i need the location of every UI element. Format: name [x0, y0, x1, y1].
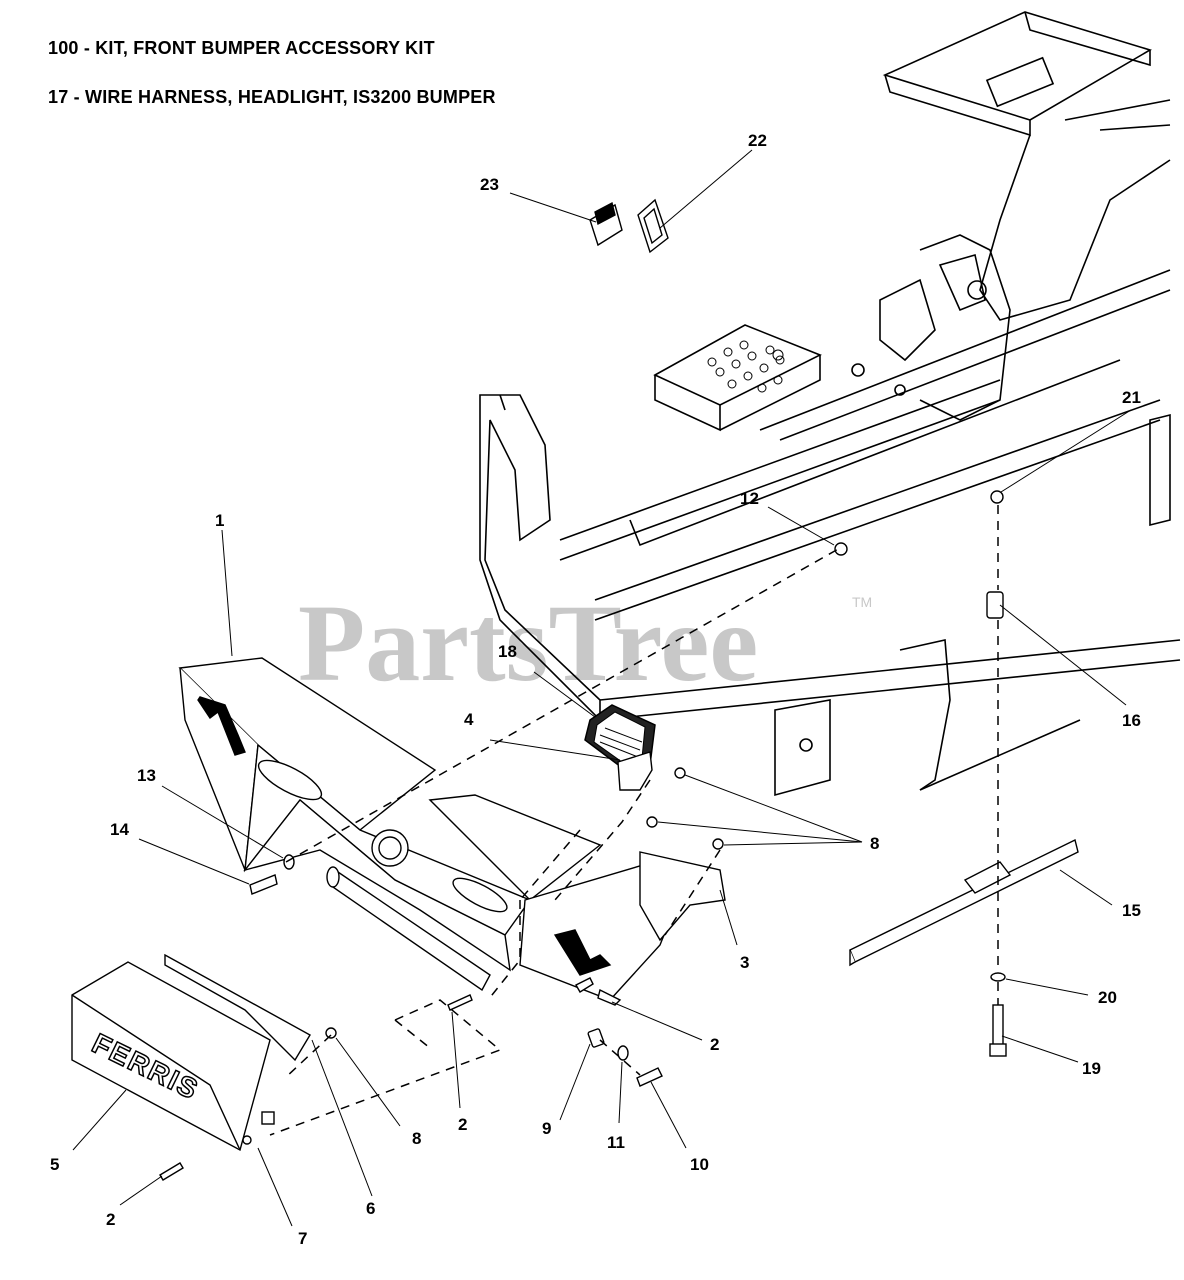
- light-bracket-4: [617, 751, 653, 791]
- washer-20: [990, 972, 1006, 982]
- callout-labels: 1 23 22 12 21 16 18 4 13 14 8 3 15 20 19…: [50, 131, 1141, 1248]
- mower-frame: [479, 11, 1181, 797]
- callout-20: 20: [1098, 988, 1117, 1007]
- nut-12: [834, 542, 848, 556]
- mount-bracket-15: [849, 838, 1079, 967]
- bumper-top-cover-1: [178, 657, 437, 871]
- side-plate-3: [639, 851, 726, 942]
- callout-8-right: 8: [870, 834, 879, 853]
- callout-8-left: 8: [412, 1129, 421, 1148]
- callout-1: 1: [215, 511, 224, 530]
- callout-14: 14: [110, 820, 129, 839]
- callout-10: 10: [690, 1155, 709, 1174]
- bumper-body: [243, 743, 671, 1006]
- nut-8a: [674, 767, 686, 779]
- callout-9: 9: [542, 1119, 551, 1138]
- kit-title: 100 - KIT, FRONT BUMPER ACCESSORY KIT: [48, 38, 435, 58]
- callout-22: 22: [748, 131, 767, 150]
- harness-title: 17 - WIRE HARNESS, HEADLIGHT, IS3200 BUM…: [48, 87, 496, 107]
- fasteners: [159, 854, 663, 1181]
- callout-21: 21: [1122, 388, 1141, 407]
- callout-5: 5: [50, 1155, 59, 1174]
- callout-6: 6: [366, 1199, 375, 1218]
- callout-13: 13: [137, 766, 156, 785]
- switch-bezel: [637, 198, 669, 254]
- callout-18: 18: [498, 642, 517, 661]
- watermark: PartsTree: [298, 582, 758, 704]
- watermark-trademark: TM: [852, 594, 872, 610]
- leader-lines: [72, 149, 1132, 1227]
- callout-19: 19: [1082, 1059, 1101, 1078]
- callout-23: 23: [480, 175, 499, 194]
- callout-12: 12: [740, 489, 759, 508]
- spacer-16: [986, 591, 1004, 619]
- callout-2-right: 2: [710, 1035, 719, 1054]
- callout-7: 7: [298, 1229, 307, 1248]
- front-cover-5: FERRIS: [71, 953, 311, 1152]
- callout-4: 4: [464, 710, 474, 729]
- assembly-lines: [269, 505, 999, 1136]
- callout-15: 15: [1122, 901, 1141, 920]
- bolt-19: [989, 1004, 1007, 1057]
- nut-8b: [646, 816, 658, 828]
- nut-8d: [325, 1027, 337, 1039]
- nut-21: [990, 490, 1004, 504]
- callout-2-middle: 2: [458, 1115, 467, 1134]
- callout-16: 16: [1122, 711, 1141, 730]
- rocker-switch: [589, 201, 623, 247]
- callout-3: 3: [740, 953, 749, 972]
- callout-2-left: 2: [106, 1210, 115, 1229]
- nut-8c: [712, 838, 724, 850]
- callout-11: 11: [607, 1133, 625, 1152]
